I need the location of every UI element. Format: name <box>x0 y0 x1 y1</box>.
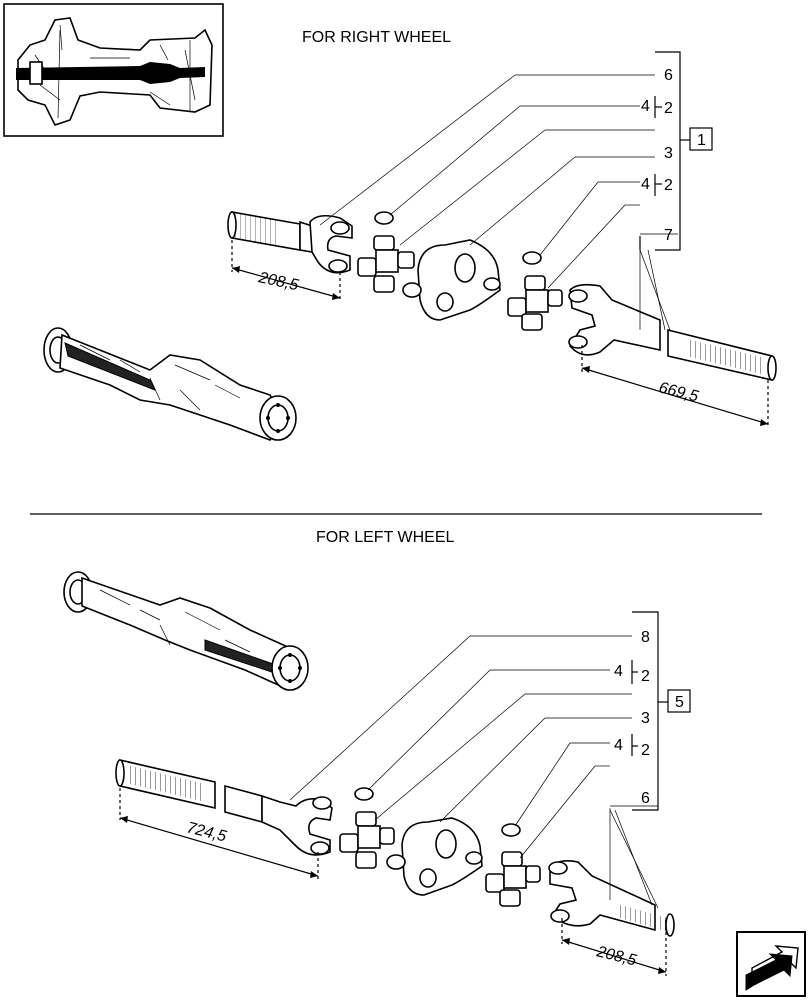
callout-right-6: 6 <box>664 67 673 84</box>
callout-right-2b: 2 <box>664 177 673 194</box>
shaft-yoke-part-6[interactable] <box>227 211 353 274</box>
group-ref-left: 5 <box>675 694 684 711</box>
dimension-right-long: 669,5 <box>657 379 700 405</box>
callout-left-3: 3 <box>641 710 650 727</box>
dimension-left-long: 724,5 <box>185 819 228 845</box>
shaft-yoke-part-8[interactable] <box>115 758 333 856</box>
callout-left-4: 4 <box>614 663 623 680</box>
next-page-arrow-icon[interactable] <box>736 931 806 997</box>
axle-illustration-left <box>63 571 309 691</box>
snap-ring-part-4[interactable] <box>374 211 394 225</box>
axle-section-overview-icon[interactable] <box>3 3 224 137</box>
cross-joint-part-2[interactable] <box>357 235 415 293</box>
axle-illustration-right <box>43 327 297 441</box>
cross-joint-part-2-d[interactable] <box>485 851 541 907</box>
callout-right-7: 7 <box>664 227 673 244</box>
dimension-lines-right <box>231 240 769 428</box>
cross-joint-part-2-b[interactable] <box>507 275 563 331</box>
callout-left-6: 6 <box>641 790 650 807</box>
callout-right-2: 2 <box>664 100 673 117</box>
heading-left-wheel: FOR LEFT WHEEL <box>316 529 454 546</box>
callout-right-3: 3 <box>664 145 673 162</box>
double-yoke-part-3[interactable] <box>402 239 501 321</box>
callout-right-4b: 4 <box>641 176 650 193</box>
callout-right-4: 4 <box>641 98 650 115</box>
cross-joint-part-2-c[interactable] <box>339 811 395 869</box>
group-ref-box-right[interactable]: 1 <box>689 127 713 151</box>
callout-left-2b: 2 <box>641 742 650 759</box>
snap-ring-part-4-c[interactable] <box>354 787 374 801</box>
heading-right-wheel: FOR RIGHT WHEEL <box>302 29 451 46</box>
snap-ring-part-4-d[interactable] <box>501 823 521 837</box>
dimension-right-short: 208,5 <box>256 269 300 294</box>
leader-lines-left <box>289 611 668 909</box>
group-ref-right: 1 <box>697 132 706 149</box>
shaft-yoke-part-6-b[interactable] <box>548 860 675 937</box>
group-ref-box-left[interactable]: 5 <box>667 689 691 713</box>
callout-left-4b: 4 <box>614 737 623 754</box>
dimension-left-short: 208,5 <box>594 943 638 969</box>
shaft-yoke-part-7[interactable] <box>568 283 777 382</box>
double-yoke-part-3-b[interactable] <box>386 817 483 896</box>
callout-left-2: 2 <box>641 668 650 685</box>
callout-left-8: 8 <box>641 629 650 646</box>
snap-ring-part-4-b[interactable] <box>522 251 542 265</box>
leader-lines-right <box>319 51 690 331</box>
dimension-lines-left <box>119 788 667 976</box>
